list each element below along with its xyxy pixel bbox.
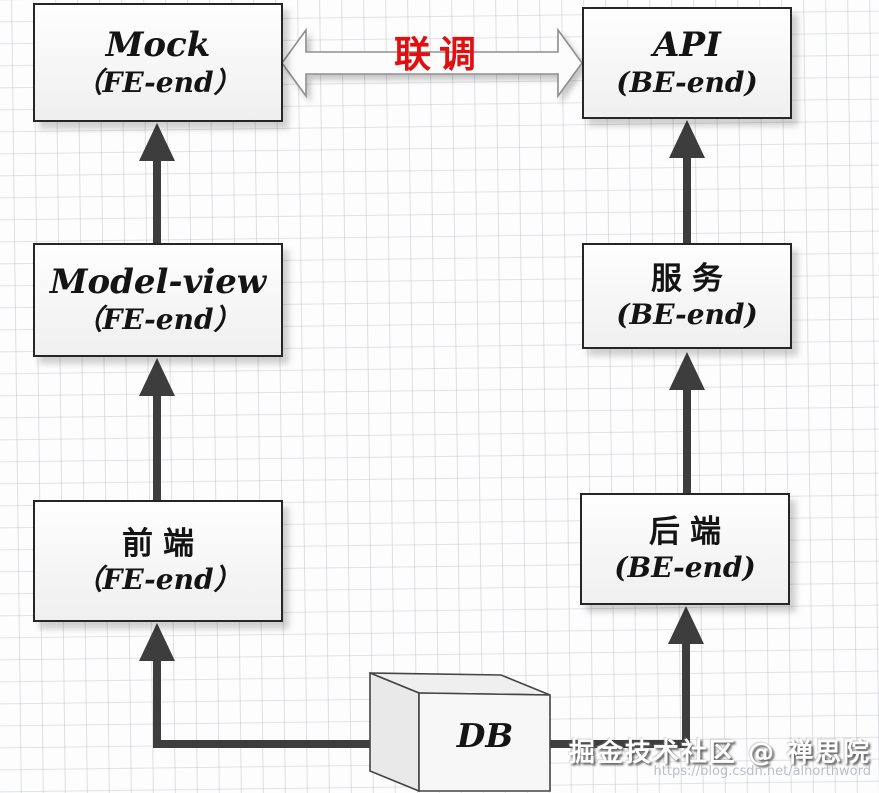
node-service-title: 服务 xyxy=(651,261,733,298)
node-api-subtitle: (BE-end) xyxy=(616,66,758,100)
watermark: 掘金技术社区 @ 禅思院 https://blog.csdn.net/alnor… xyxy=(568,738,871,780)
node-api: API (BE-end) xyxy=(582,7,792,119)
node-model-view: Model-view （FE-end） xyxy=(33,243,283,357)
node-model-view-subtitle: （FE-end） xyxy=(74,303,242,337)
node-service-subtitle: (BE-end) xyxy=(616,297,758,331)
arrow-service-to-api-icon xyxy=(669,120,705,243)
node-frontend-title: 前端 xyxy=(122,526,204,563)
node-backend: 后端 (BE-end) xyxy=(580,493,790,605)
arrow-frontend-to-modelview-icon xyxy=(139,358,175,500)
arrow-modelview-to-mock-icon xyxy=(139,123,175,243)
arrow-backend-to-service-icon xyxy=(669,352,705,493)
node-service: 服务 (BE-end) xyxy=(582,243,792,349)
node-frontend-subtitle: （FE-end） xyxy=(74,562,242,596)
node-backend-subtitle: (BE-end) xyxy=(614,550,756,584)
watermark-community-text: 掘金技术社区 @ 禅思院 xyxy=(568,738,871,768)
node-mock-title: Mock xyxy=(105,24,211,65)
arrow-db-to-backend-icon xyxy=(668,606,704,748)
db-cube-icon xyxy=(369,671,551,793)
joint-debug-label: 联调 xyxy=(394,32,484,76)
node-api-title: API xyxy=(653,25,721,66)
node-db-title: DB xyxy=(456,716,514,755)
watermark-url-text: https://blog.csdn.net/alnorthword xyxy=(653,764,871,780)
node-mock-subtitle: （FE-end） xyxy=(74,65,242,99)
node-backend-title: 后端 xyxy=(649,514,731,551)
node-mock: Mock （FE-end） xyxy=(33,3,283,122)
node-model-view-title: Model-view xyxy=(49,262,267,303)
node-frontend: 前端 （FE-end） xyxy=(33,500,283,622)
arrow-db-to-frontend-icon xyxy=(139,623,175,748)
